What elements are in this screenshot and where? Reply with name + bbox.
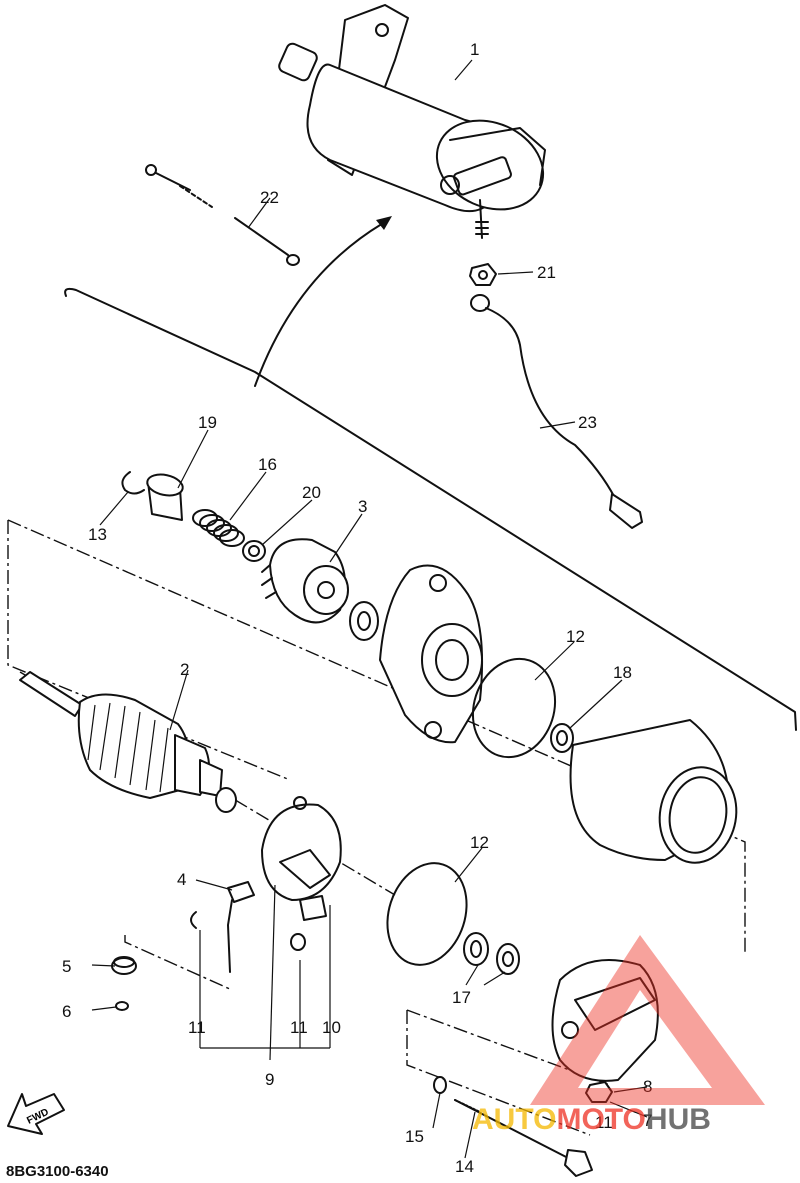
callout-1: 1 [470,40,479,59]
frame-left [7,520,291,781]
callout-7: 7 [643,1111,652,1130]
callout-5: 5 [62,957,71,976]
callout-15: 15 [405,1127,424,1146]
arrow-head [376,216,392,230]
callout-labels: 1 2 3 4 5 6 7 8 9 10 11 11 11 12 12 13 1… [62,40,652,1176]
callout-11-right: 11 [290,1018,308,1037]
callout-9: 9 [265,1070,274,1089]
callout-12-lower: 12 [470,833,489,852]
armature-2 [19,671,237,813]
callout-11-left: 11 [188,1018,206,1037]
thrust-washer [349,601,379,641]
brush-spring-right [290,933,306,951]
nut-8 [585,1081,613,1103]
callout-18: 18 [613,663,632,682]
callout-6: 6 [62,1002,71,1021]
watermark-text: AUTOMOTOHUB [472,1103,711,1136]
starter-motor-assembly [278,4,546,239]
washer-17-a [463,932,489,966]
callout-22: 22 [260,188,279,207]
circlip-13 [121,471,145,495]
part-code: 8BG3100-6340 [6,1163,109,1180]
front-cover [379,564,484,744]
callout-19: 19 [198,413,217,432]
callout-3: 3 [358,497,367,516]
callout-2: 2 [180,660,189,679]
washer-18 [550,723,574,753]
callout-10: 10 [322,1018,341,1037]
spring-16 [192,509,245,547]
callout-21: 21 [537,263,556,282]
callout-14: 14 [455,1157,474,1176]
fwd-arrow: FWD [7,1093,65,1135]
lead-wire-22 [145,164,300,266]
watermark-hub: HUB [646,1103,711,1136]
collar-19 [146,473,184,521]
callout-11-bottom: 11 [595,1113,613,1132]
ground-lead-23 [470,294,643,529]
pinion-clutch-3 [261,538,349,624]
leader-lines [91,59,648,1159]
callout-13: 13 [88,525,107,544]
automotohub-watermark: AUTOMOTOHUB [472,935,765,1136]
brush-plate [261,796,342,901]
watermark-moto: MOTO [556,1103,645,1136]
frame-right [7,519,746,952]
nut-21 [469,263,497,286]
callout-20: 20 [302,483,321,502]
washer-6 [115,1001,129,1011]
watermark-auto: AUTO [472,1103,556,1136]
callout-23: 23 [578,413,597,432]
washer-17-b [496,943,520,975]
rear-cover [551,959,659,1082]
brush-spring-left [190,911,197,929]
o-ring-12-lower [386,862,468,966]
frame-bracket-bottom [406,1010,591,1136]
callout-8: 8 [643,1077,652,1096]
brush-4 [227,881,255,973]
yoke [569,719,738,864]
brush-10 [299,895,327,921]
o-ring-15 [433,1076,447,1094]
callout-12-upper: 12 [566,627,585,646]
assembly-arrow [254,221,386,387]
bolt-5 [111,956,137,975]
assembly-outline [64,287,797,731]
callout-17: 17 [452,988,471,1007]
washer-20 [242,540,266,562]
callout-16: 16 [258,455,277,474]
frame-bracket-small [124,935,233,991]
callout-4: 4 [177,870,186,889]
through-bolt-14 [454,1099,593,1177]
triangle-logo-icon [530,935,765,1105]
o-ring-12-upper [471,657,557,759]
